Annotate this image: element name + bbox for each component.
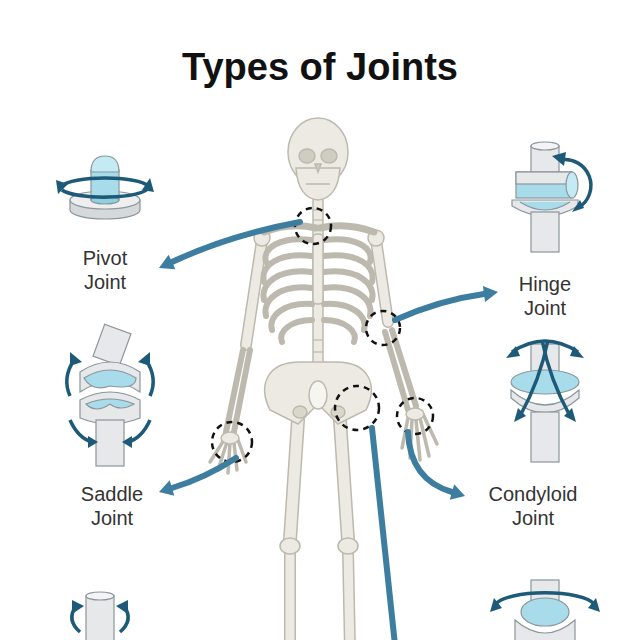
hinge-joint-icon bbox=[512, 142, 591, 252]
arrow-heads bbox=[159, 255, 498, 500]
gliding-joint-icon-partial bbox=[490, 580, 600, 640]
condyloid-joint-icon bbox=[506, 340, 584, 462]
joint-label: Saddle Joint bbox=[70, 482, 154, 530]
joint-label: Hinge Joint bbox=[503, 272, 587, 320]
pivot-joint-icon bbox=[56, 156, 154, 219]
joint-label: Condyloid Joint bbox=[477, 482, 589, 530]
saddle-joint-icon bbox=[67, 324, 153, 466]
ball-socket-icon-partial bbox=[72, 592, 128, 640]
joint-markers bbox=[212, 208, 433, 462]
leader-arrows bbox=[172, 222, 484, 640]
diagram-title: Types of Joints bbox=[182, 46, 458, 89]
joint-label: Pivot Joint bbox=[63, 246, 147, 294]
skeleton bbox=[210, 118, 437, 640]
